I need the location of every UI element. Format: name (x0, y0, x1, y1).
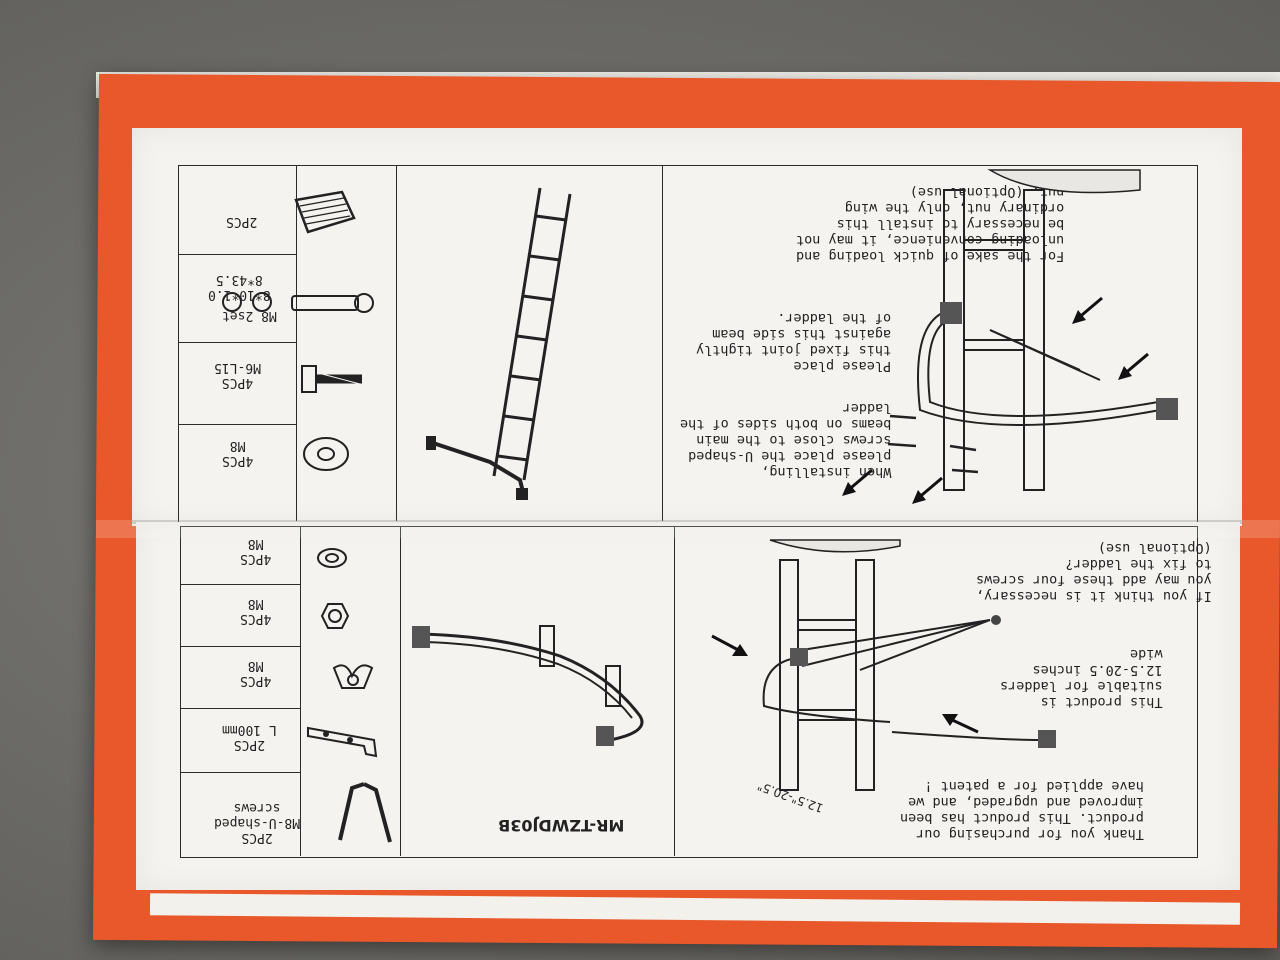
part-label-wing-nut: 4PCS M8 (240, 658, 272, 688)
wing-nut-icon (332, 664, 374, 689)
parts-row-divider (178, 424, 296, 425)
suitable-width-note: This product is suitable for ladders 12.… (1000, 646, 1163, 710)
model-number: MR-TZWDJ03B (498, 816, 625, 835)
installation-diagram-bottom (762, 539, 1056, 791)
packing-tape (96, 520, 1280, 538)
parts-row-divider (178, 342, 296, 343)
arrow-icon (842, 468, 873, 496)
part-label-u-screw: 2PCS M8-U-shaped screws (214, 800, 301, 845)
bracket-icon (307, 726, 378, 758)
parts-row-divider (180, 584, 300, 585)
thank-you-note: Thank you for purchasing our product. Th… (900, 778, 1144, 842)
part-label-bracket: 2PCS L 100mm (222, 722, 277, 752)
top-diagram-divider (662, 165, 663, 521)
part-label-lock-washer: 4PCS M8 (240, 536, 272, 566)
arrow-icon (1118, 352, 1149, 380)
nut-icon (320, 603, 350, 629)
bottom-diagram-divider (674, 526, 675, 856)
bottom-bar-divider (400, 526, 401, 856)
bolt-icon (301, 365, 362, 393)
part-label-hex-nut: 4PCS M8 (240, 596, 272, 626)
arrow-icon (942, 714, 979, 734)
bottom-parts-column-divider (300, 526, 301, 856)
part-label-bolt: 4PCS M6-L15 (214, 360, 261, 390)
parts-row-divider (178, 254, 296, 255)
lock-washer-icon (317, 548, 347, 568)
washer-icon (303, 437, 349, 471)
bottom-panel-frame (180, 526, 1198, 858)
parts-row-divider (180, 646, 300, 647)
instruction-panel-top (132, 128, 1242, 526)
arrow-icon (1072, 296, 1103, 324)
arrow-icon (711, 634, 748, 656)
stabilizer-bar-icon (412, 625, 644, 746)
end-cap-icon (294, 190, 356, 234)
top-parts-column-divider (296, 165, 297, 521)
arrow-icon (912, 476, 943, 504)
parts-row-divider (180, 772, 300, 773)
u-screw-icon (338, 782, 392, 843)
optional-screws-note: If you think it is necessary, you may ad… (976, 540, 1212, 604)
installation-diagram-top (887, 169, 1178, 491)
top-ladder-divider (396, 165, 397, 521)
ladder-with-stabilizer-icon (426, 187, 572, 500)
instruction-panel-bottom (136, 522, 1240, 890)
sleeve-bolt-icon (222, 292, 374, 313)
part-label-washer: 4PCS M8 (222, 438, 254, 468)
part-label-end-cap: 2PCS (226, 214, 258, 229)
parts-row-divider (180, 708, 300, 709)
